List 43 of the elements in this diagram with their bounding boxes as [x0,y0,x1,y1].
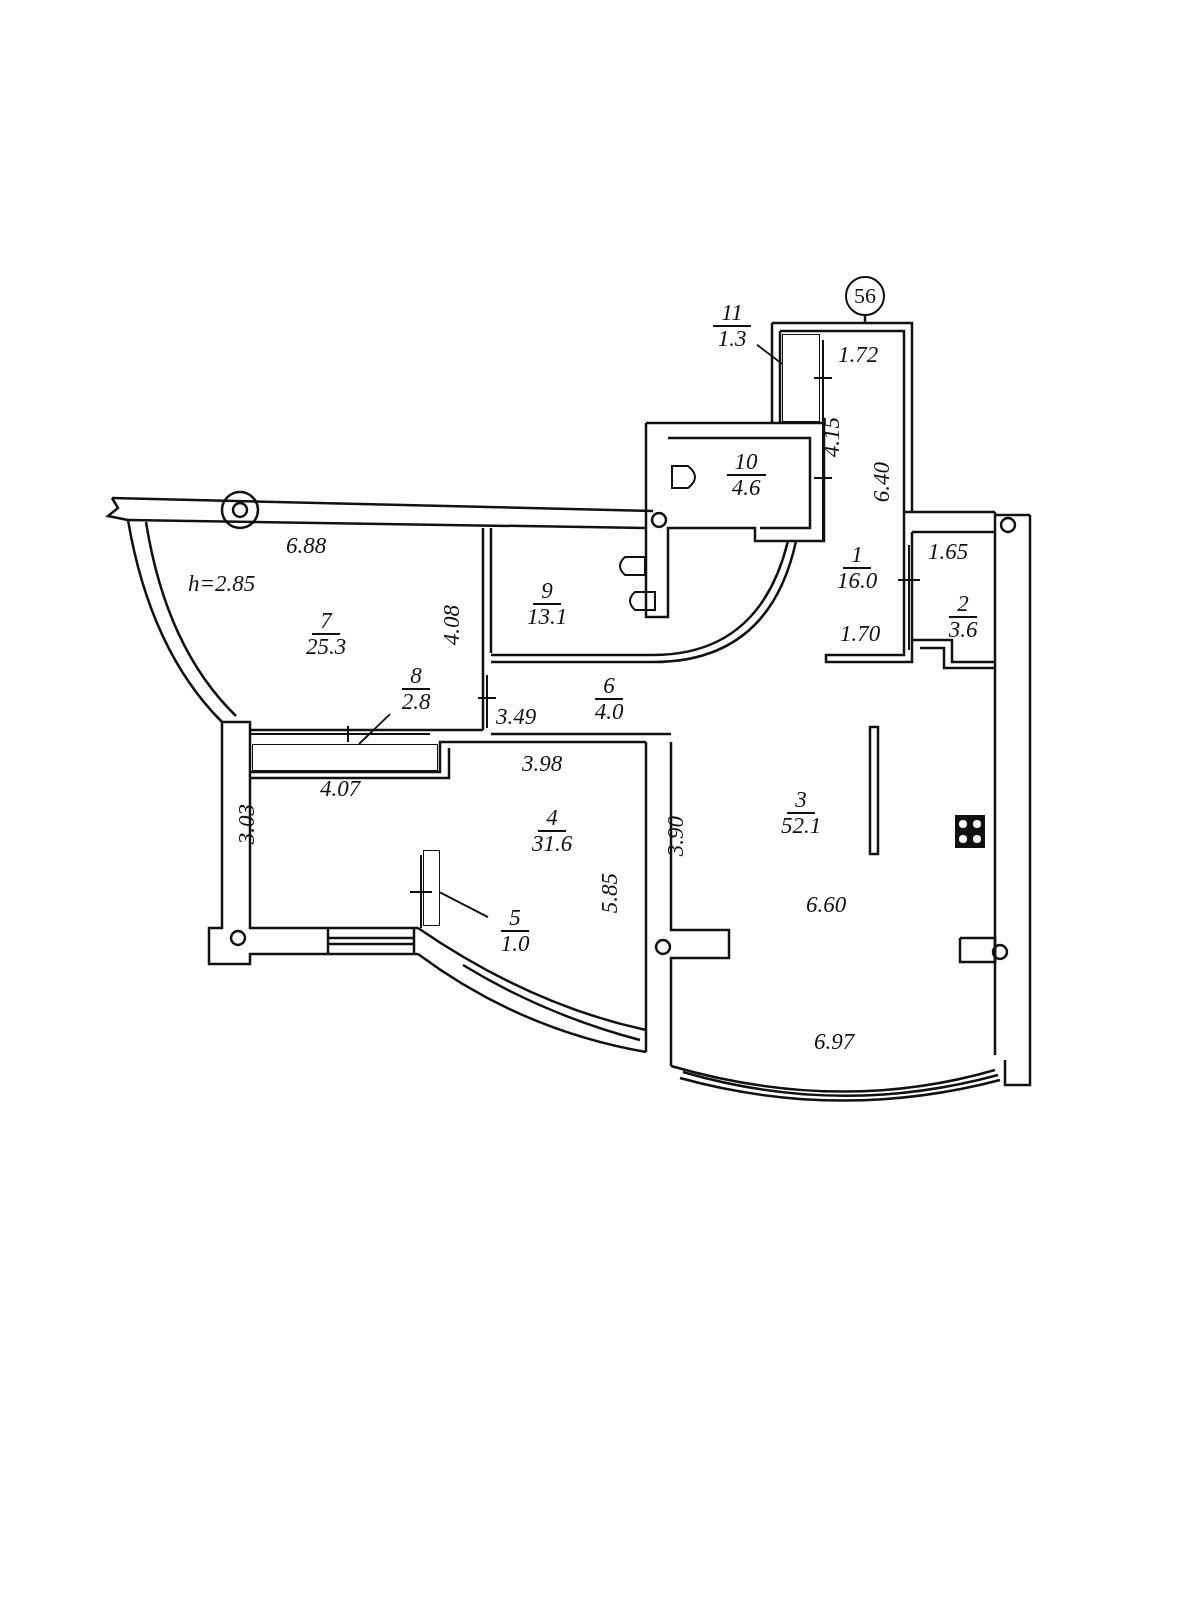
room-space [423,850,440,926]
dimension-label: 1.65 [928,540,969,564]
room-number: 2 [949,592,977,618]
room-area: 1.3 [717,327,747,351]
room-number: 3 [787,788,815,814]
room-area: 4.0 [594,700,624,724]
room-area: 4.6 [731,476,761,500]
dimension-label: 6.97 [814,1030,855,1054]
room-area: 52.1 [780,814,822,838]
dimension-label: 3.98 [522,752,563,776]
dimension-label: 4.08 [440,604,464,646]
dimension-label: h=2.85 [188,572,256,596]
room-space [252,744,438,771]
room-number: 7 [312,609,340,635]
dimension-label: 1.70 [840,622,881,646]
dimension-label: 6.60 [806,893,847,917]
dimension-label: 6.88 [286,534,327,558]
room-area: 16.0 [836,569,878,593]
leader-line [358,713,391,745]
room-area: 25.3 [305,635,347,659]
leader-line [439,891,489,918]
room-number: 10 [726,450,766,476]
room-number: 9 [533,579,561,605]
room-number: 11 [713,301,751,327]
room-space [782,334,820,422]
dimension-label: 1.72 [838,343,879,367]
room-number: 5 [501,906,529,932]
leader-line [756,343,783,365]
room-area: 2.8 [401,690,431,714]
dimension-label: 6.40 [870,461,894,503]
room-area: 3.6 [948,618,978,642]
dimension-label: 5.85 [598,872,622,914]
room-number: 8 [402,664,430,690]
room-area: 1.0 [500,932,530,956]
dimension-label: 4.15 [820,416,844,458]
room-number: 6 [595,674,623,700]
dimension-label: 3.49 [496,705,537,729]
room-number: 4 [538,806,566,832]
room-area: 13.1 [526,605,568,629]
room-area: 31.6 [531,832,573,856]
dimension-label: 4.07 [320,777,361,801]
room-number: 1 [843,543,871,569]
axis-marker: 56 [845,276,885,316]
